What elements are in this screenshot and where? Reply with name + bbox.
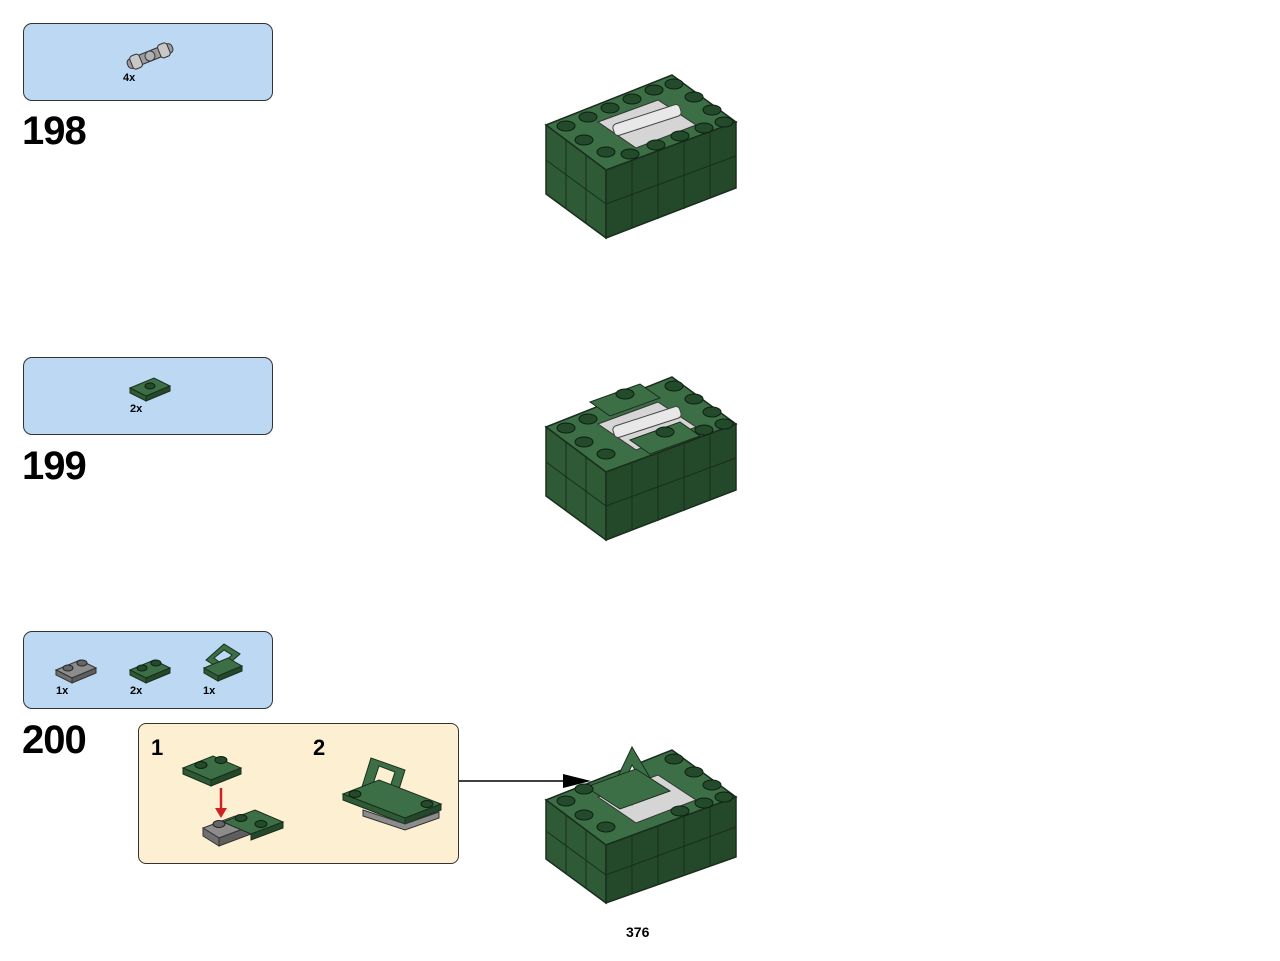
sub-assembly-callout: 1 2 <box>138 723 459 864</box>
sub-step-2-illustration <box>341 757 443 831</box>
universal-joint-icon <box>126 42 174 70</box>
model-render-step-198 <box>544 74 738 240</box>
green-plate-1x2-jumper-icon <box>128 377 172 402</box>
part-quantity: 4x <box>123 72 136 84</box>
sub-step-number: 1 <box>151 735 164 760</box>
sub-step-number: 2 <box>313 735 326 760</box>
sub-step-1-illustration <box>181 755 285 847</box>
step-number: 199 <box>22 444 87 488</box>
part-quantity: 1x <box>203 685 216 697</box>
part-quantity: 2x <box>130 403 143 415</box>
attach-arrow <box>459 774 591 788</box>
parts-callout-step-199: 2x <box>23 357 273 435</box>
gray-plate-1x2-icon <box>54 659 98 684</box>
green-plate-1x2-icon <box>128 659 172 684</box>
part-quantity: 2x <box>130 685 143 697</box>
model-render-step-200 <box>544 745 738 905</box>
model-render-step-199 <box>544 376 738 542</box>
parts-callout-step-198: 4x <box>23 23 273 101</box>
page-number: 376 <box>626 924 650 940</box>
green-handle-bracket-icon <box>202 643 244 682</box>
parts-callout-step-200: 1x 2x 1x <box>23 631 273 709</box>
step-number: 200 <box>22 718 87 762</box>
part-quantity: 1x <box>56 685 69 697</box>
step-number: 198 <box>22 109 87 153</box>
